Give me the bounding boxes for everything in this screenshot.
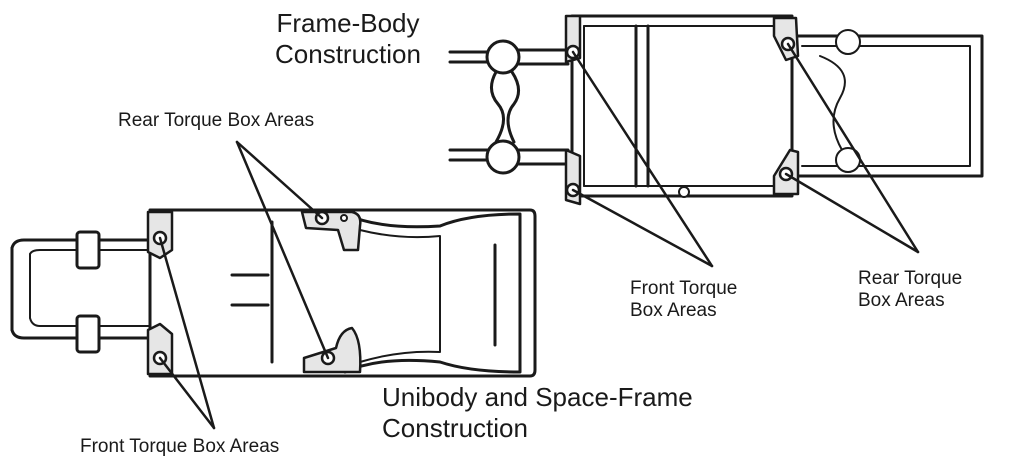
front-torque-right-line1: Front Torque xyxy=(630,278,738,299)
leader-rear-right-lower xyxy=(784,172,920,254)
leader-rear-top-lower xyxy=(235,140,330,360)
unibody-title-line2: Construction xyxy=(382,412,528,443)
leader-rear-right-upper xyxy=(786,42,920,254)
leader-front-right-lower xyxy=(571,188,714,268)
rear-torque-right-line2: Box Areas xyxy=(858,290,945,312)
rear-torque-right-label: Rear Torque Box Areas xyxy=(858,268,962,313)
unibody-front-torque-box-upper xyxy=(146,210,174,260)
leader-lines xyxy=(158,42,920,430)
unibody-outline xyxy=(10,208,537,378)
frame-rear-torque-box-lower xyxy=(772,148,800,196)
front-torque-bottom-label: Front Torque Box Areas xyxy=(80,436,280,457)
leader-front-bottom-upper xyxy=(158,236,216,430)
leader-front-right-upper xyxy=(571,50,714,268)
leader-front-bottom-lower xyxy=(158,356,216,430)
front-torque-right-label: Front Torque Box Areas xyxy=(630,278,737,323)
rear-torque-top-label: Rear Torque Box Areas xyxy=(118,110,315,131)
unibody-front-torque-box-lower xyxy=(146,322,174,376)
unibody-title-line1: Unibody and Space-Frame xyxy=(382,382,693,412)
frame-body-outline xyxy=(448,14,984,198)
unibody-rear-torque-box-lower xyxy=(302,326,362,374)
frame-body-title-line1: Frame-Body xyxy=(276,8,420,38)
frame-body-title: Frame-Body Construction xyxy=(275,8,421,69)
front-torque-right-line2: Box Areas xyxy=(630,300,717,322)
rear-torque-right-line1: Rear Torque xyxy=(858,268,963,289)
frame-body-title-line2: Construction xyxy=(275,38,421,69)
frame-front-torque-box-lower xyxy=(564,148,582,206)
unibody-rear-torque-box-upper xyxy=(300,210,362,252)
frame-front-torque-box-upper xyxy=(564,14,582,64)
leader-rear-top-upper xyxy=(235,140,324,220)
unibody-title: Unibody and Space-Frame Construction xyxy=(382,382,693,443)
